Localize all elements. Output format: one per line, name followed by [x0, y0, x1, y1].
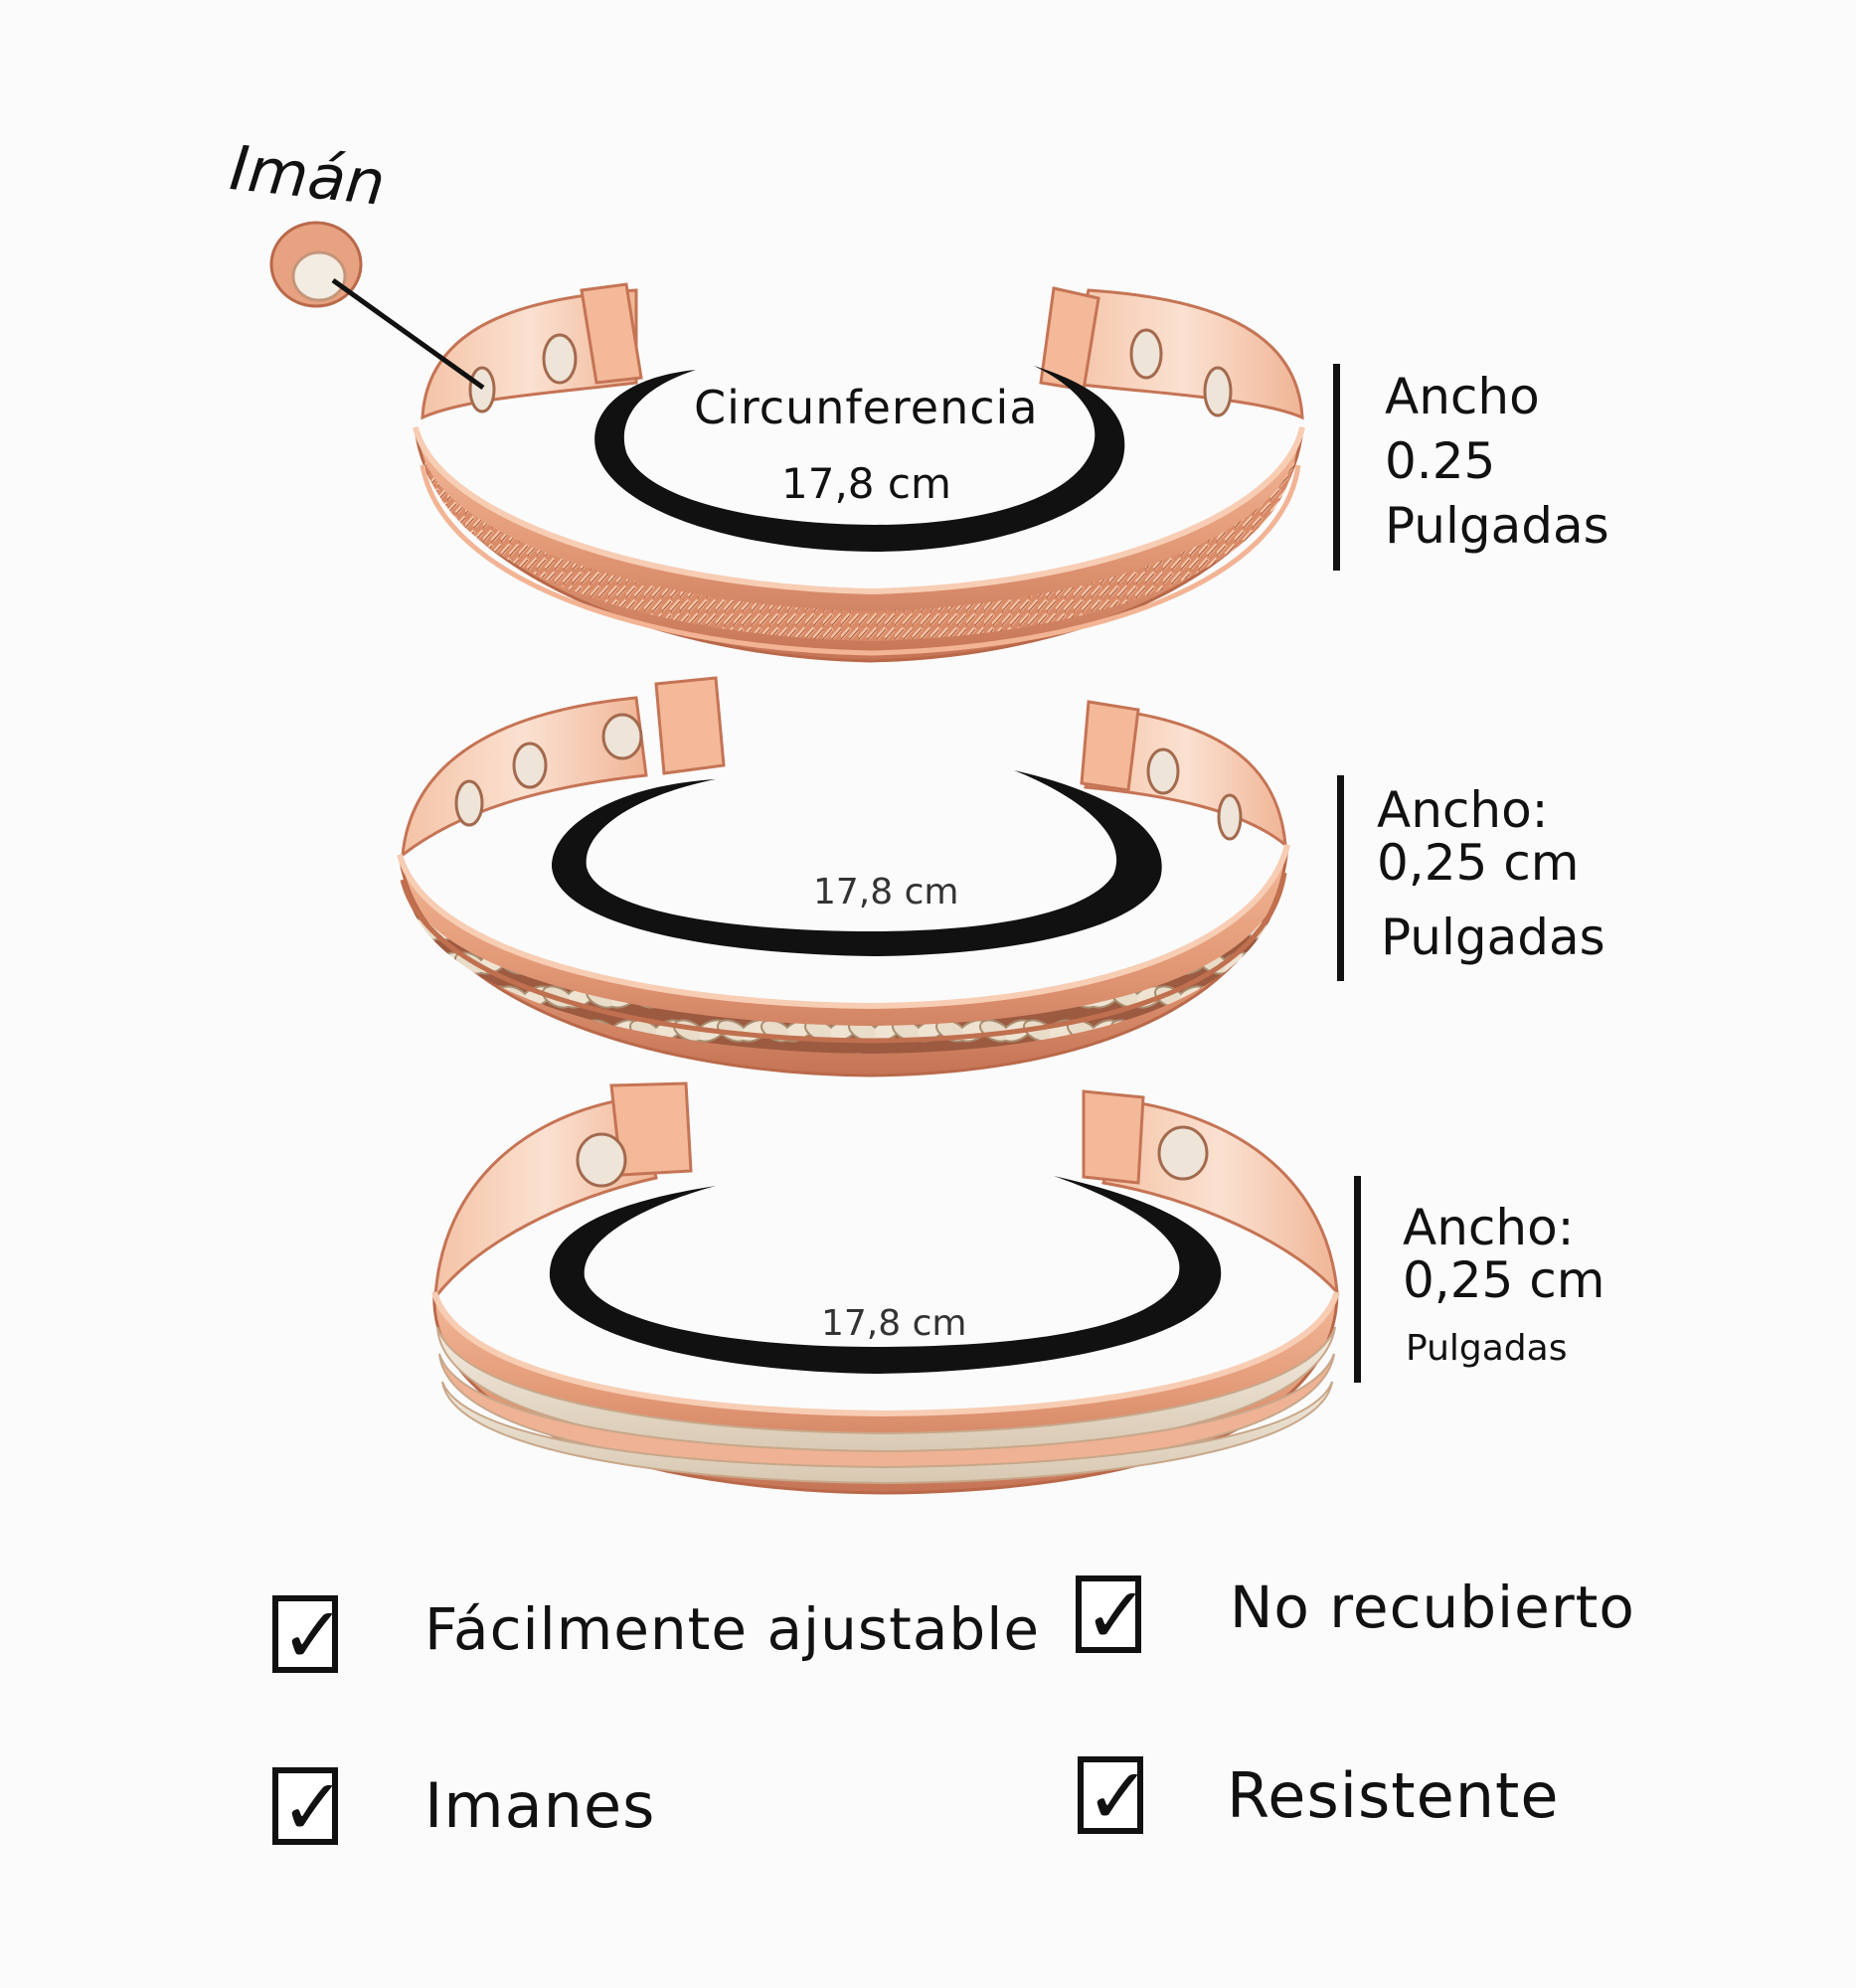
- width-indicator-bar-3: [1354, 1176, 1361, 1383]
- width-3-unit: Pulgadas: [1406, 1328, 1568, 1369]
- width-2-unit: Pulgadas: [1381, 909, 1605, 966]
- feature-label: Fácilmente ajustable: [424, 1595, 1041, 1663]
- check-mark-icon: ✓: [1086, 1752, 1151, 1842]
- width-2-value: 0,25 cm: [1377, 834, 1580, 892]
- check-mark-icon: ✓: [280, 1763, 346, 1853]
- width-indicator-bar-2: [1337, 775, 1344, 981]
- check-mark-icon: ✓: [1084, 1572, 1149, 1661]
- check-mark-icon: ✓: [280, 1591, 346, 1681]
- circumference-arc-3: [549, 1176, 1222, 1374]
- circumference-title: Circunferencia: [694, 381, 1039, 434]
- feature-checkbox: ✓: [272, 1767, 345, 1847]
- feature-label: Resistente: [1227, 1759, 1560, 1832]
- feature-label: Imanes: [424, 1769, 656, 1842]
- circumference-arc-1: [594, 366, 1125, 552]
- width-indicator-bar-1: [1333, 364, 1340, 571]
- circumference-value-2: 17,8 cm: [813, 872, 959, 912]
- bracelet-rope: [413, 282, 1305, 663]
- width-1-value: 0.25: [1385, 432, 1496, 490]
- feature-checkbox: ✓: [272, 1595, 345, 1675]
- bracelet-stripes: [431, 1081, 1340, 1495]
- feature-checkbox: ✓: [1076, 1575, 1148, 1655]
- width-3-value: 0,25 cm: [1403, 1251, 1605, 1309]
- width-1-label: Ancho: [1385, 368, 1540, 425]
- width-2-label: Ancho:: [1377, 781, 1549, 839]
- circumference-value-1: 17,8 cm: [781, 459, 951, 508]
- width-1-unit: Pulgadas: [1385, 497, 1609, 555]
- bracelet-braid: [397, 676, 1290, 1077]
- circumference-arc-2: [552, 770, 1162, 956]
- magnet-label: Imán: [226, 131, 389, 220]
- circumference-value-3: 17,8 cm: [821, 1303, 967, 1344]
- magnet-pointer-line: [331, 277, 485, 391]
- feature-label: No recubierto: [1230, 1574, 1635, 1641]
- width-3-label: Ancho:: [1403, 1199, 1575, 1256]
- feature-checkbox: ✓: [1078, 1756, 1150, 1836]
